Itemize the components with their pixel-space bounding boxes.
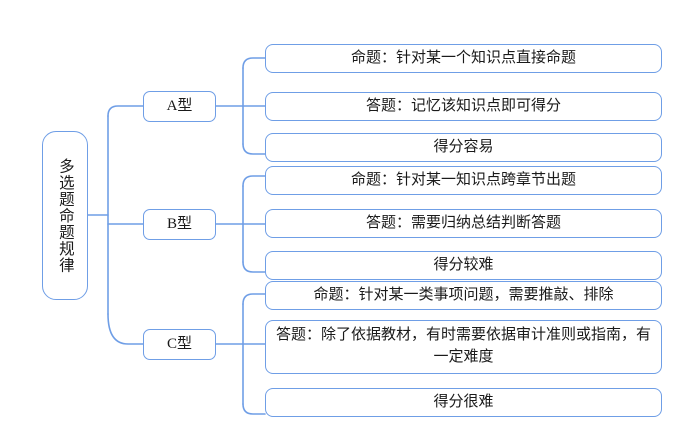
leaf-a-answering[interactable]: 答题：记忆该知识点即可得分 <box>265 92 662 121</box>
connector-c-to-leaf1 <box>242 293 266 305</box>
leaf-b-answering[interactable]: 答题：需要归纳总结判断答题 <box>265 209 662 238</box>
connector-b-to-leaf1 <box>242 175 266 187</box>
leaf-c-difficulty[interactable]: 得分很难 <box>265 388 662 417</box>
connector-a-to-leaf3 <box>242 143 266 155</box>
leaf-c-proposition[interactable]: 命题：针对某一类事项问题，需要推敲、排除 <box>265 281 662 310</box>
leaf-b-difficulty[interactable]: 得分较难 <box>265 251 662 280</box>
leaf-b-proposition[interactable]: 命题：针对某一知识点跨章节出题 <box>265 166 662 195</box>
connector-b-to-leaf3 <box>242 261 266 273</box>
connector-root-to-c <box>107 313 144 345</box>
branch-node-b[interactable]: B型 <box>143 209 216 240</box>
connector-root-to-a <box>107 105 144 117</box>
connector-c-to-leaf3 <box>242 403 266 415</box>
branch-node-a[interactable]: A型 <box>143 91 216 122</box>
branch-node-c[interactable]: C型 <box>143 329 216 360</box>
leaf-a-proposition[interactable]: 命题：针对某一个知识点直接命题 <box>265 44 662 73</box>
root-node[interactable]: 多选题命题规律 <box>42 131 88 300</box>
leaf-c-answering[interactable]: 答题：除了依据教材，有时需要依据审计准则或指南，有一定难度 <box>265 320 662 374</box>
connector-a-to-leaf1 <box>242 57 266 69</box>
leaf-a-difficulty[interactable]: 得分容易 <box>265 133 662 162</box>
